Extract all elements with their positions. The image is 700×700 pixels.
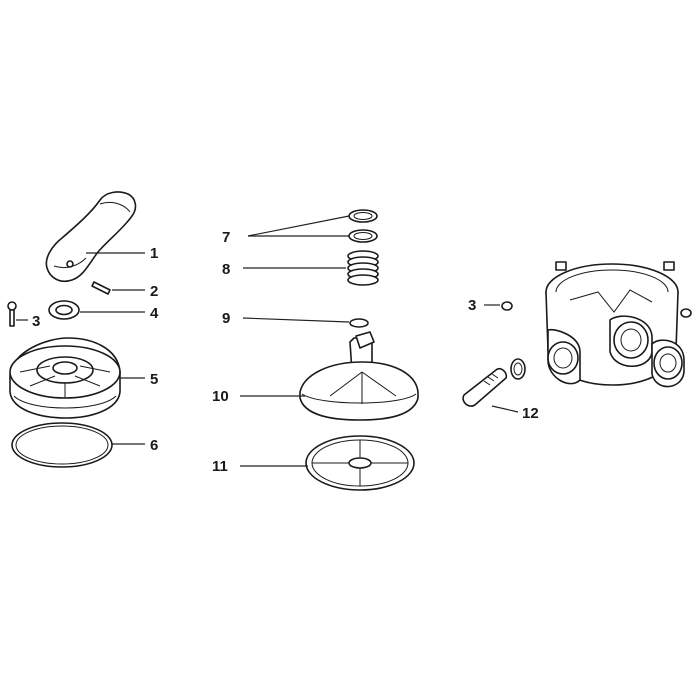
spring-part — [347, 250, 379, 286]
leader-lines — [16, 215, 519, 467]
callout-3-left: 3 — [32, 313, 40, 330]
rotor-part — [299, 331, 419, 421]
o-ring-part-small — [349, 318, 369, 328]
callout-labels: 1 2 3 4 5 6 7 8 9 10 11 3 12 — [32, 229, 539, 475]
callout-10: 10 — [212, 388, 229, 405]
callout-8: 8 — [222, 261, 230, 278]
callout-12: 12 — [522, 405, 539, 422]
valve-body-part — [545, 261, 685, 388]
gasket-ring-part — [48, 300, 80, 320]
nut-part-right — [501, 301, 692, 318]
pipe-nipple-part — [462, 358, 526, 407]
pin-part — [91, 281, 111, 295]
callout-2: 2 — [150, 283, 158, 300]
callout-4: 4 — [150, 305, 159, 322]
callout-1: 1 — [150, 245, 158, 262]
o-rings-part — [348, 209, 378, 243]
callout-11: 11 — [212, 458, 228, 475]
screw-part-left — [7, 301, 17, 327]
spider-gasket-part — [305, 435, 415, 491]
handle-part — [45, 191, 137, 283]
callout-6: 6 — [150, 437, 158, 454]
callout-3-right: 3 — [468, 297, 476, 314]
callout-9: 9 — [222, 310, 230, 327]
o-ring-part-large — [11, 422, 113, 468]
valve-cover-part — [9, 337, 121, 419]
callout-7: 7 — [222, 229, 230, 246]
callout-5: 5 — [150, 371, 158, 388]
